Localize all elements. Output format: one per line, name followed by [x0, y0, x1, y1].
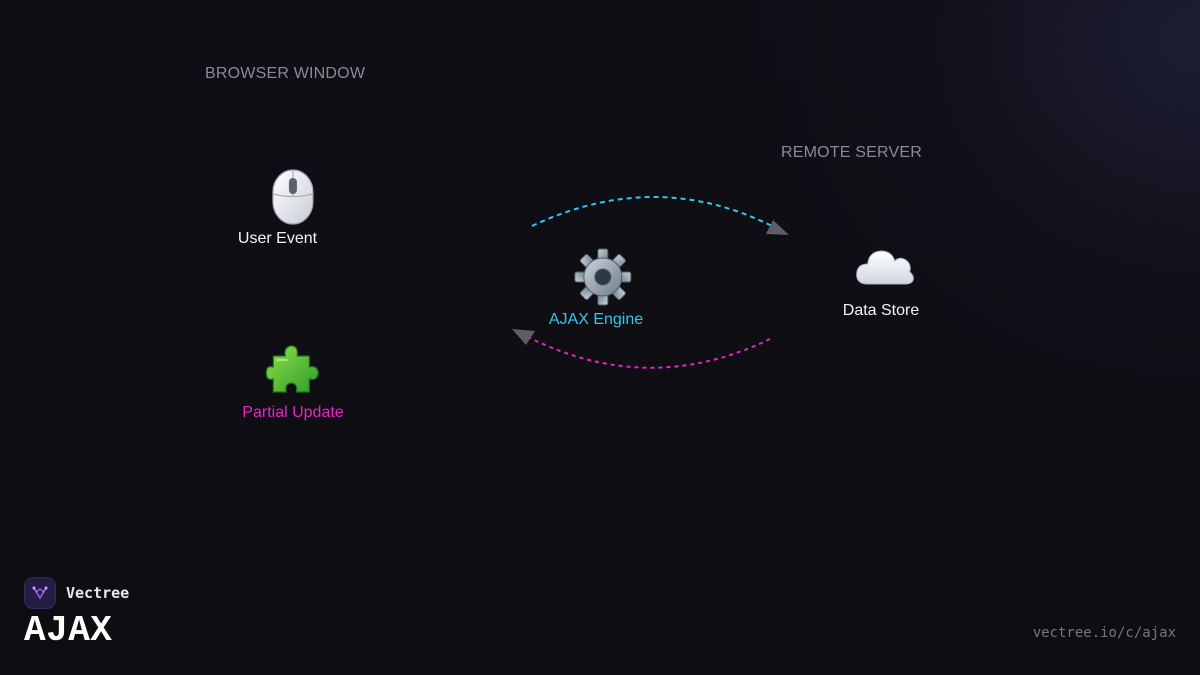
ajax-engine-label: AJAX Engine — [548, 311, 644, 328]
response-arrowhead — [512, 329, 535, 345]
request-arrowhead — [766, 220, 789, 235]
ajax-engine-node: AJAX Engine — [549, 247, 643, 329]
remote-server-label: REMOTE SERVER — [781, 144, 922, 161]
response-flow-arrow — [529, 337, 771, 369]
computer-mouse-icon — [272, 169, 314, 225]
partial-update-label: Partial Update — [242, 404, 344, 421]
user-event-node: User Event — [238, 168, 317, 248]
source-url: vectree.io/c/ajax — [1032, 625, 1176, 641]
puzzle-piece-icon — [265, 345, 319, 393]
user-event-label: User Event — [237, 230, 318, 247]
data-store-node: Data Store — [843, 242, 919, 320]
gear-icon — [574, 248, 632, 306]
request-flow-arrow — [531, 196, 773, 227]
brand: Vectree — [24, 577, 129, 609]
data-store-label: Data Store — [842, 302, 920, 319]
cloud-icon — [856, 250, 915, 285]
browser-window-label: BROWSER WINDOW — [205, 65, 366, 82]
vectree-logo-icon — [24, 577, 56, 609]
brand-name: Vectree — [66, 584, 130, 602]
partial-update-node: Partial Update — [242, 336, 344, 422]
page-title: AJAX — [24, 610, 113, 651]
